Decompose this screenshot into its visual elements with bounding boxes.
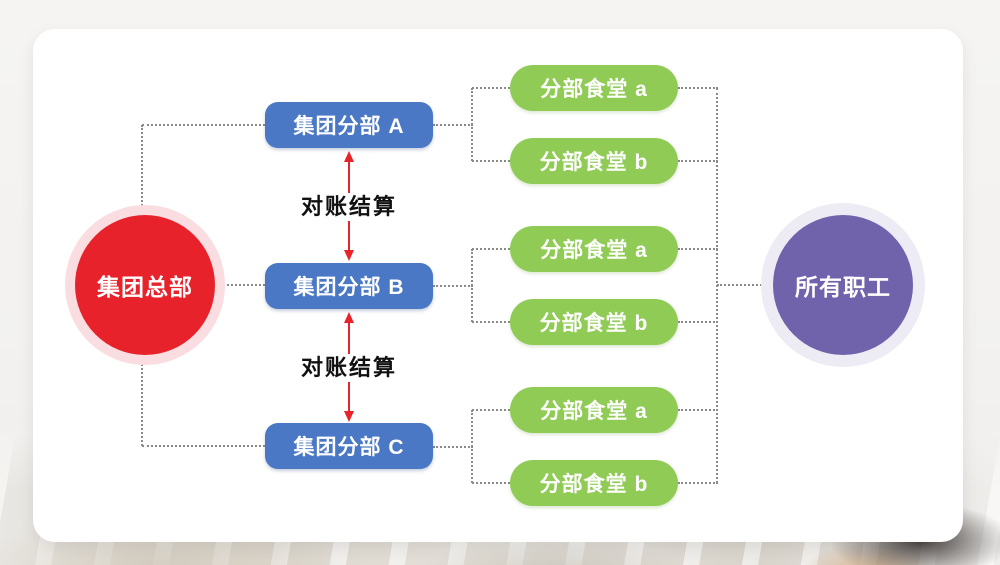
connector-hq-down	[141, 285, 143, 446]
canteen-b2-label: 分部食堂 b	[539, 312, 649, 335]
connector-branch-c-canteen-b	[472, 482, 510, 484]
branch-c-node: 集团分部 C	[265, 423, 433, 469]
employees-label: 所有职工	[795, 274, 891, 300]
connector-branch-a-stem	[433, 124, 473, 126]
canteen-b1-node: 分部食堂 a	[510, 226, 678, 272]
headquarters-label: 集团总部	[97, 274, 193, 300]
branch-c-label: 集团分部 C	[293, 436, 405, 459]
connector-branch-a-fork	[471, 88, 473, 161]
connector-branch-a-canteen-a	[472, 87, 510, 89]
headquarters-circle: 集团总部	[75, 215, 215, 355]
connector-branch-b-canteen-a	[472, 248, 510, 250]
connector-branch-b-canteen-b	[472, 321, 510, 323]
canteen-a2-node: 分部食堂 b	[510, 138, 678, 184]
canteen-b1-label: 分部食堂 a	[540, 239, 648, 262]
canteen-c2-label: 分部食堂 b	[539, 473, 649, 496]
canteen-a1-label: 分部食堂 a	[540, 78, 648, 101]
connector-branch-a-canteen-b	[472, 160, 510, 162]
connector-branch-c-canteen-a	[472, 409, 510, 411]
branch-b-node: 集团分部 B	[265, 263, 433, 309]
branch-a-node: 集团分部 A	[265, 102, 433, 148]
canteen-a2-label: 分部食堂 b	[539, 151, 649, 174]
connector-branch-c-stem	[433, 446, 473, 448]
connector-branch-c-fork	[471, 410, 473, 483]
branch-a-label: 集团分部 A	[293, 115, 405, 138]
canteen-c1-label: 分部食堂 a	[540, 400, 648, 423]
canteen-c2-node: 分部食堂 b	[510, 460, 678, 506]
connector-collector-3	[678, 248, 718, 250]
branch-b-label: 集团分部 B	[293, 276, 405, 299]
connector-collector-2	[678, 160, 718, 162]
connector-branch-b-stem	[433, 285, 473, 287]
connector-collector-1	[678, 87, 718, 89]
headquarters-node: 集团总部	[65, 205, 225, 365]
employees-circle: 所有职工	[773, 215, 913, 355]
canteen-b2-node: 分部食堂 b	[510, 299, 678, 345]
connector-collector-6	[678, 482, 718, 484]
canteen-c1-node: 分部食堂 a	[510, 387, 678, 433]
canteen-a1-node: 分部食堂 a	[510, 65, 678, 111]
settlement-label-2: 对账结算	[294, 354, 404, 382]
connector-collector-5	[678, 409, 718, 411]
employees-node: 所有职工	[761, 203, 925, 367]
connector-collector-4	[678, 321, 718, 323]
connector-hq-to-branch-c	[142, 445, 265, 447]
connector-hq-to-branch-a	[142, 124, 265, 126]
settlement-label-1: 对账结算	[294, 193, 404, 221]
connector-branch-b-fork	[471, 249, 473, 322]
